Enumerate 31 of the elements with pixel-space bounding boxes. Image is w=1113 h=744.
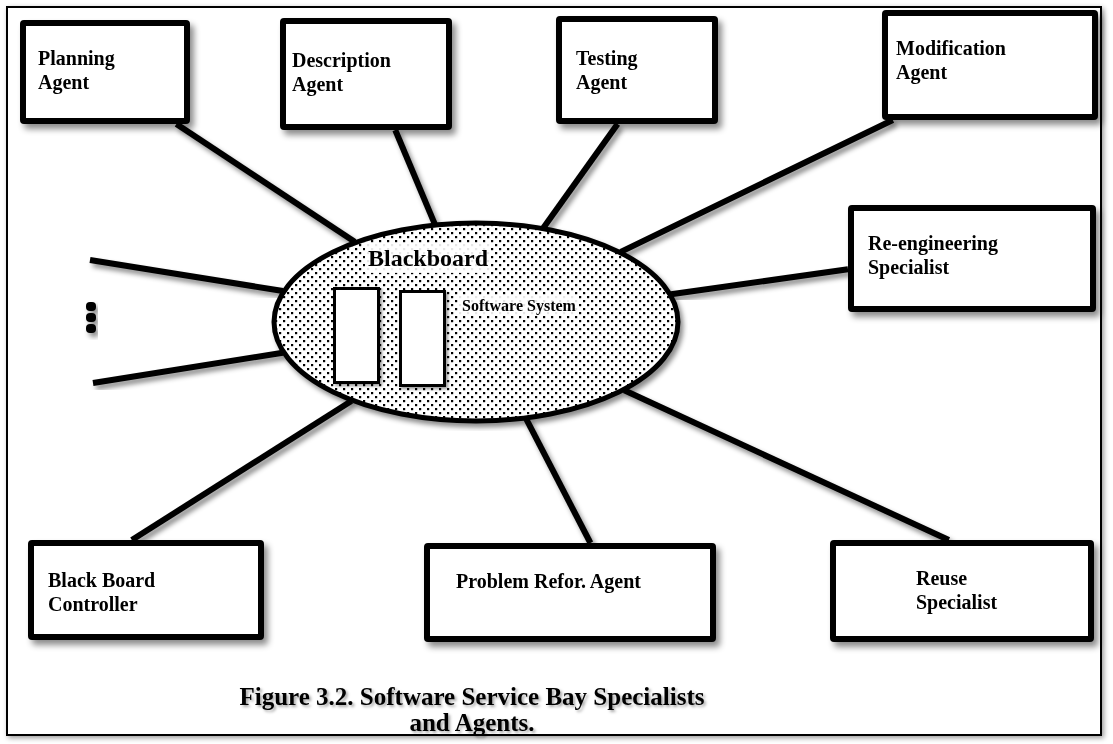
connector-line: [89, 257, 284, 294]
agent-box: [20, 20, 190, 124]
connector-line: [174, 121, 357, 245]
connector-line: [392, 128, 438, 226]
ellipse-label: Software System: [459, 296, 579, 316]
box-label: Black Board Controller: [48, 568, 157, 616]
connector-line: [523, 417, 594, 545]
box-label: Testing Agent: [576, 46, 639, 94]
box-label: Description Agent: [292, 48, 392, 96]
blackboard-title: Blackboard: [365, 244, 492, 273]
agent-box: [28, 540, 264, 640]
blackboard-ellipse: [273, 222, 679, 422]
box-label: Planning Agent: [38, 46, 116, 94]
panel-box: [399, 290, 446, 387]
agent-box: [882, 10, 1098, 120]
box-label: Problem Refor. Agent: [456, 569, 642, 593]
figure-caption: Figure 3.2. Software Service Bay Specialists and Agents.: [238, 684, 706, 737]
agent-box: [830, 540, 1094, 642]
box-label: Reuse Specialist: [916, 566, 999, 614]
connector-line: [541, 122, 620, 230]
agent-box: [848, 205, 1096, 312]
agent-box: [556, 16, 718, 124]
box-label: Modification Agent: [896, 36, 1007, 84]
panel-box: [333, 287, 380, 384]
connector-line: [622, 387, 951, 543]
agent-box: [280, 18, 452, 130]
box-label: Re-engineering Specialist: [868, 231, 999, 279]
agent-box: [424, 543, 716, 642]
connector-line: [619, 117, 895, 255]
connector-line: [130, 398, 353, 543]
connector-line: [670, 266, 849, 298]
